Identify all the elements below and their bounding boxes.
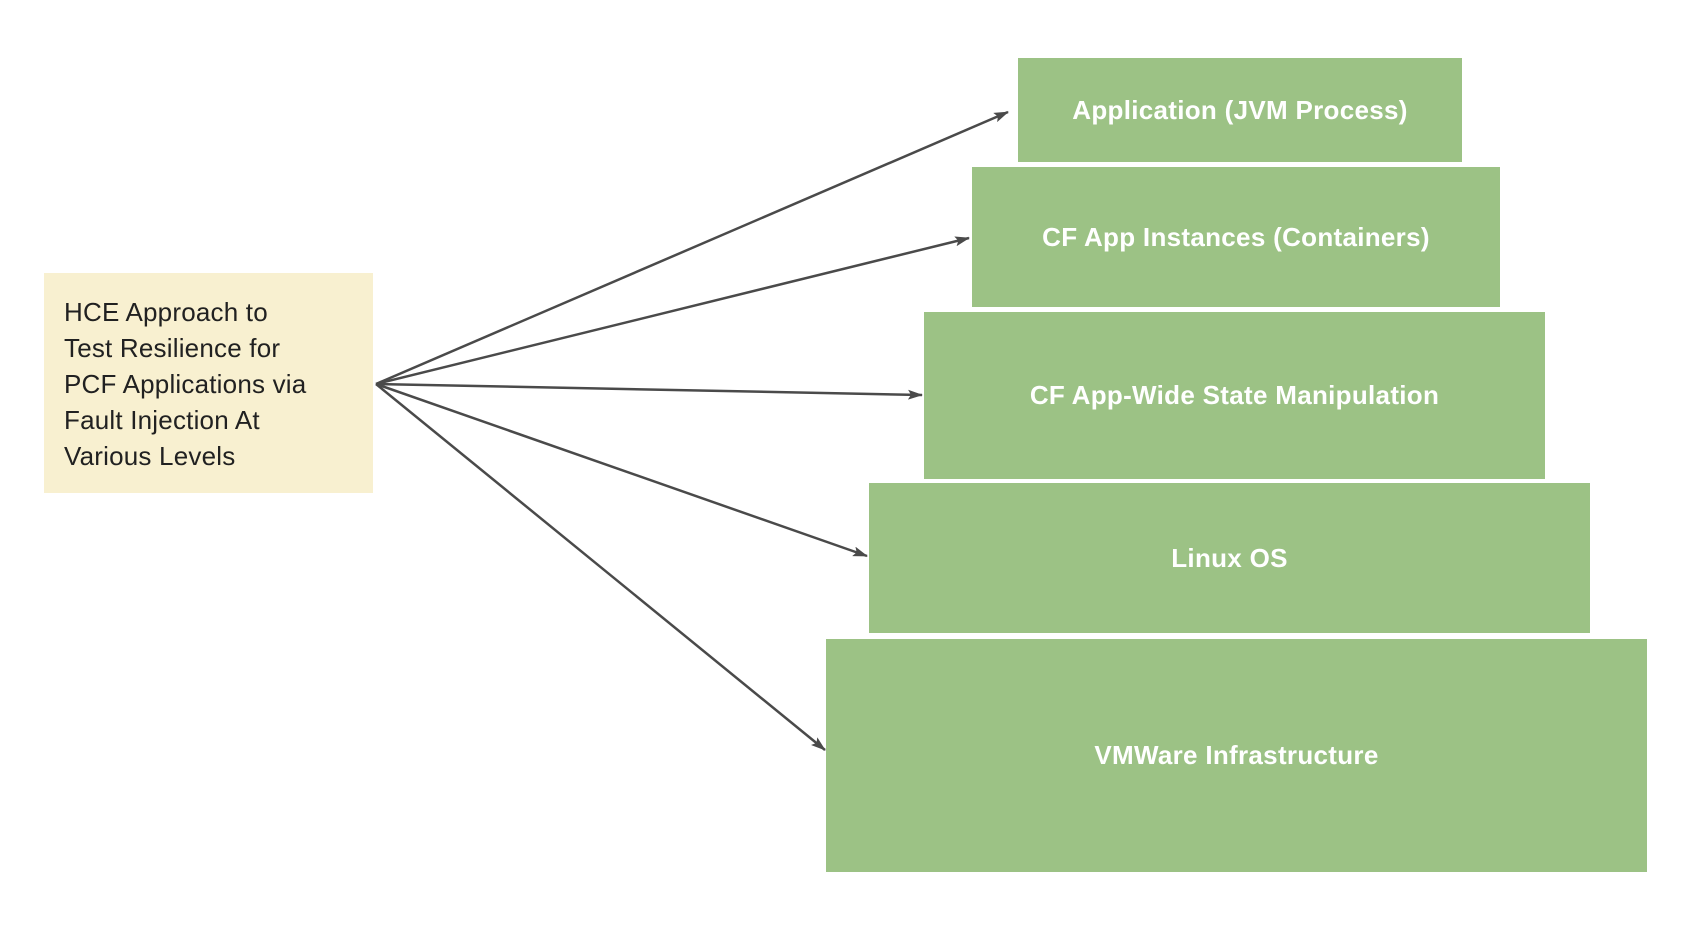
level-box-cf-app-wide-state: CF App-Wide State Manipulation [924,312,1545,479]
arrow-note-to-cf-app-wide-state [375,382,923,400]
level-label-application: Application (JVM Process) [1072,94,1408,125]
arrow-note-to-cf-app-instances [375,236,970,386]
level-box-vmware-infrastructure: VMWare Infrastructure [826,639,1647,872]
level-box-cf-app-instances: CF App Instances (Containers) [972,167,1500,307]
level-box-application: Application (JVM Process) [1018,58,1462,162]
level-label-vmware-infrastructure: VMWare Infrastructure [1094,740,1379,770]
level-label-cf-app-wide-state: CF App-Wide State Manipulation [1029,380,1440,410]
arrow-note-to-linux-os [375,382,868,558]
level-label-cf-app-instances: CF App Instances (Containers) [1042,221,1430,252]
arrow-note-to-application [375,110,1009,386]
arrow-note-to-vmware-infrastructure [375,383,826,751]
level-label-linux-os: Linux OS [1171,542,1288,573]
level-box-linux-os: Linux OS [869,483,1590,633]
hce-approach-note-text: HCE Approach to Test Resilience for PCF … [64,297,307,471]
hce-approach-note: HCE Approach to Test Resilience for PCF … [44,273,373,493]
